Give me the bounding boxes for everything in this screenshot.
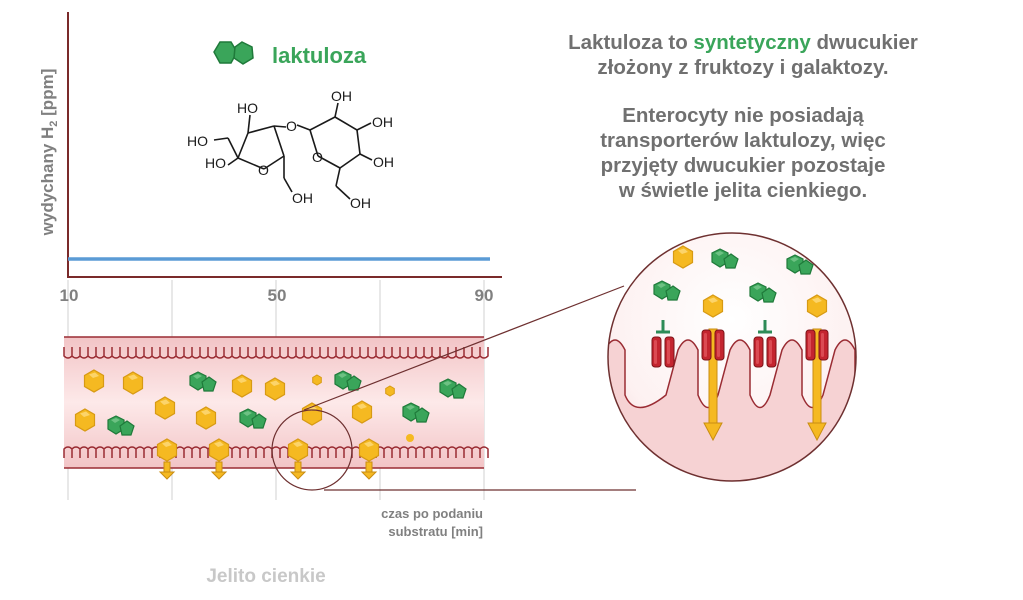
glucose-molecule xyxy=(195,406,217,430)
glucose-molecule xyxy=(385,385,395,397)
description-line: Laktuloza to syntetyczny dwucukier xyxy=(568,31,918,54)
description-line: złożony z fruktozy i galaktozy. xyxy=(597,56,888,79)
atom-label: OH xyxy=(331,88,352,104)
glucose-molecule xyxy=(83,369,105,393)
molecule-labels: HO HO HO OH O O O OH OH OH OH xyxy=(187,88,394,211)
lactulose-structure xyxy=(213,102,373,200)
zoom-connector xyxy=(303,285,625,411)
glucose-molecule xyxy=(264,377,286,401)
magnifier-circle xyxy=(271,409,353,491)
atom-label: OH xyxy=(372,114,393,130)
glucose-fragment xyxy=(406,434,414,442)
glucose-molecule xyxy=(702,294,724,318)
glucose-molecule xyxy=(74,408,96,432)
legend: laktuloza xyxy=(213,41,367,68)
description-text: Laktuloza to syntetyczny dwucukier złożo… xyxy=(568,31,918,202)
atom-label: O xyxy=(312,149,323,165)
breath-test-chart: 10 50 90 wydychany H2 [ppm] czas po poda… xyxy=(38,12,502,539)
x-axis-label: czas po podaniu xyxy=(381,506,483,521)
atom-label: OH xyxy=(350,195,371,211)
description-line: Enterocyty nie posiadają xyxy=(622,104,864,127)
lactulose-disaccharide-icon xyxy=(213,41,254,65)
glucose-molecule xyxy=(806,294,828,318)
glucose-transport-arrow xyxy=(703,328,723,442)
atom-label: HO xyxy=(237,100,258,116)
atom-label: HO xyxy=(187,133,208,149)
atom-label: HO xyxy=(205,155,226,171)
x-tick-label: 50 xyxy=(268,286,287,305)
x-tick-label: 10 xyxy=(60,286,79,305)
glucose-molecule xyxy=(122,371,144,395)
description-line: transporterów laktulozy, więc xyxy=(600,129,886,152)
x-tick-label: 90 xyxy=(475,286,494,305)
description-line: w świetle jelita cienkiego. xyxy=(618,179,867,202)
glucose-absorbed xyxy=(358,438,380,462)
glucose-molecule xyxy=(351,400,373,424)
description-line: przyjęty dwucukier pozostaje xyxy=(601,154,886,177)
atom-label: OH xyxy=(373,154,394,170)
villi-bottom xyxy=(63,446,489,458)
atom-label: OH xyxy=(292,190,313,206)
highlight-word: syntetyczny xyxy=(693,31,811,54)
glucose-molecule xyxy=(154,396,176,420)
x-axis-label: substratu [min] xyxy=(388,524,483,539)
glucose-molecule xyxy=(231,374,253,398)
atom-label: O xyxy=(286,118,297,134)
villi-top xyxy=(63,347,489,359)
glucose-absorbed xyxy=(287,438,309,462)
glucose-transport-arrow xyxy=(807,328,827,442)
intestine-caption: Jelito cienkie xyxy=(206,566,325,587)
glucose-absorbed xyxy=(208,438,230,462)
y-axis-label: wydychany H2 [ppm] xyxy=(38,69,60,237)
glucose-molecule xyxy=(312,374,322,386)
legend-label: laktuloza xyxy=(272,43,367,68)
small-intestine-section xyxy=(63,336,489,491)
glucose-absorbed xyxy=(156,438,178,462)
zoom-detail xyxy=(607,232,857,482)
atom-label: O xyxy=(258,162,269,178)
glucose-molecule xyxy=(672,245,694,269)
